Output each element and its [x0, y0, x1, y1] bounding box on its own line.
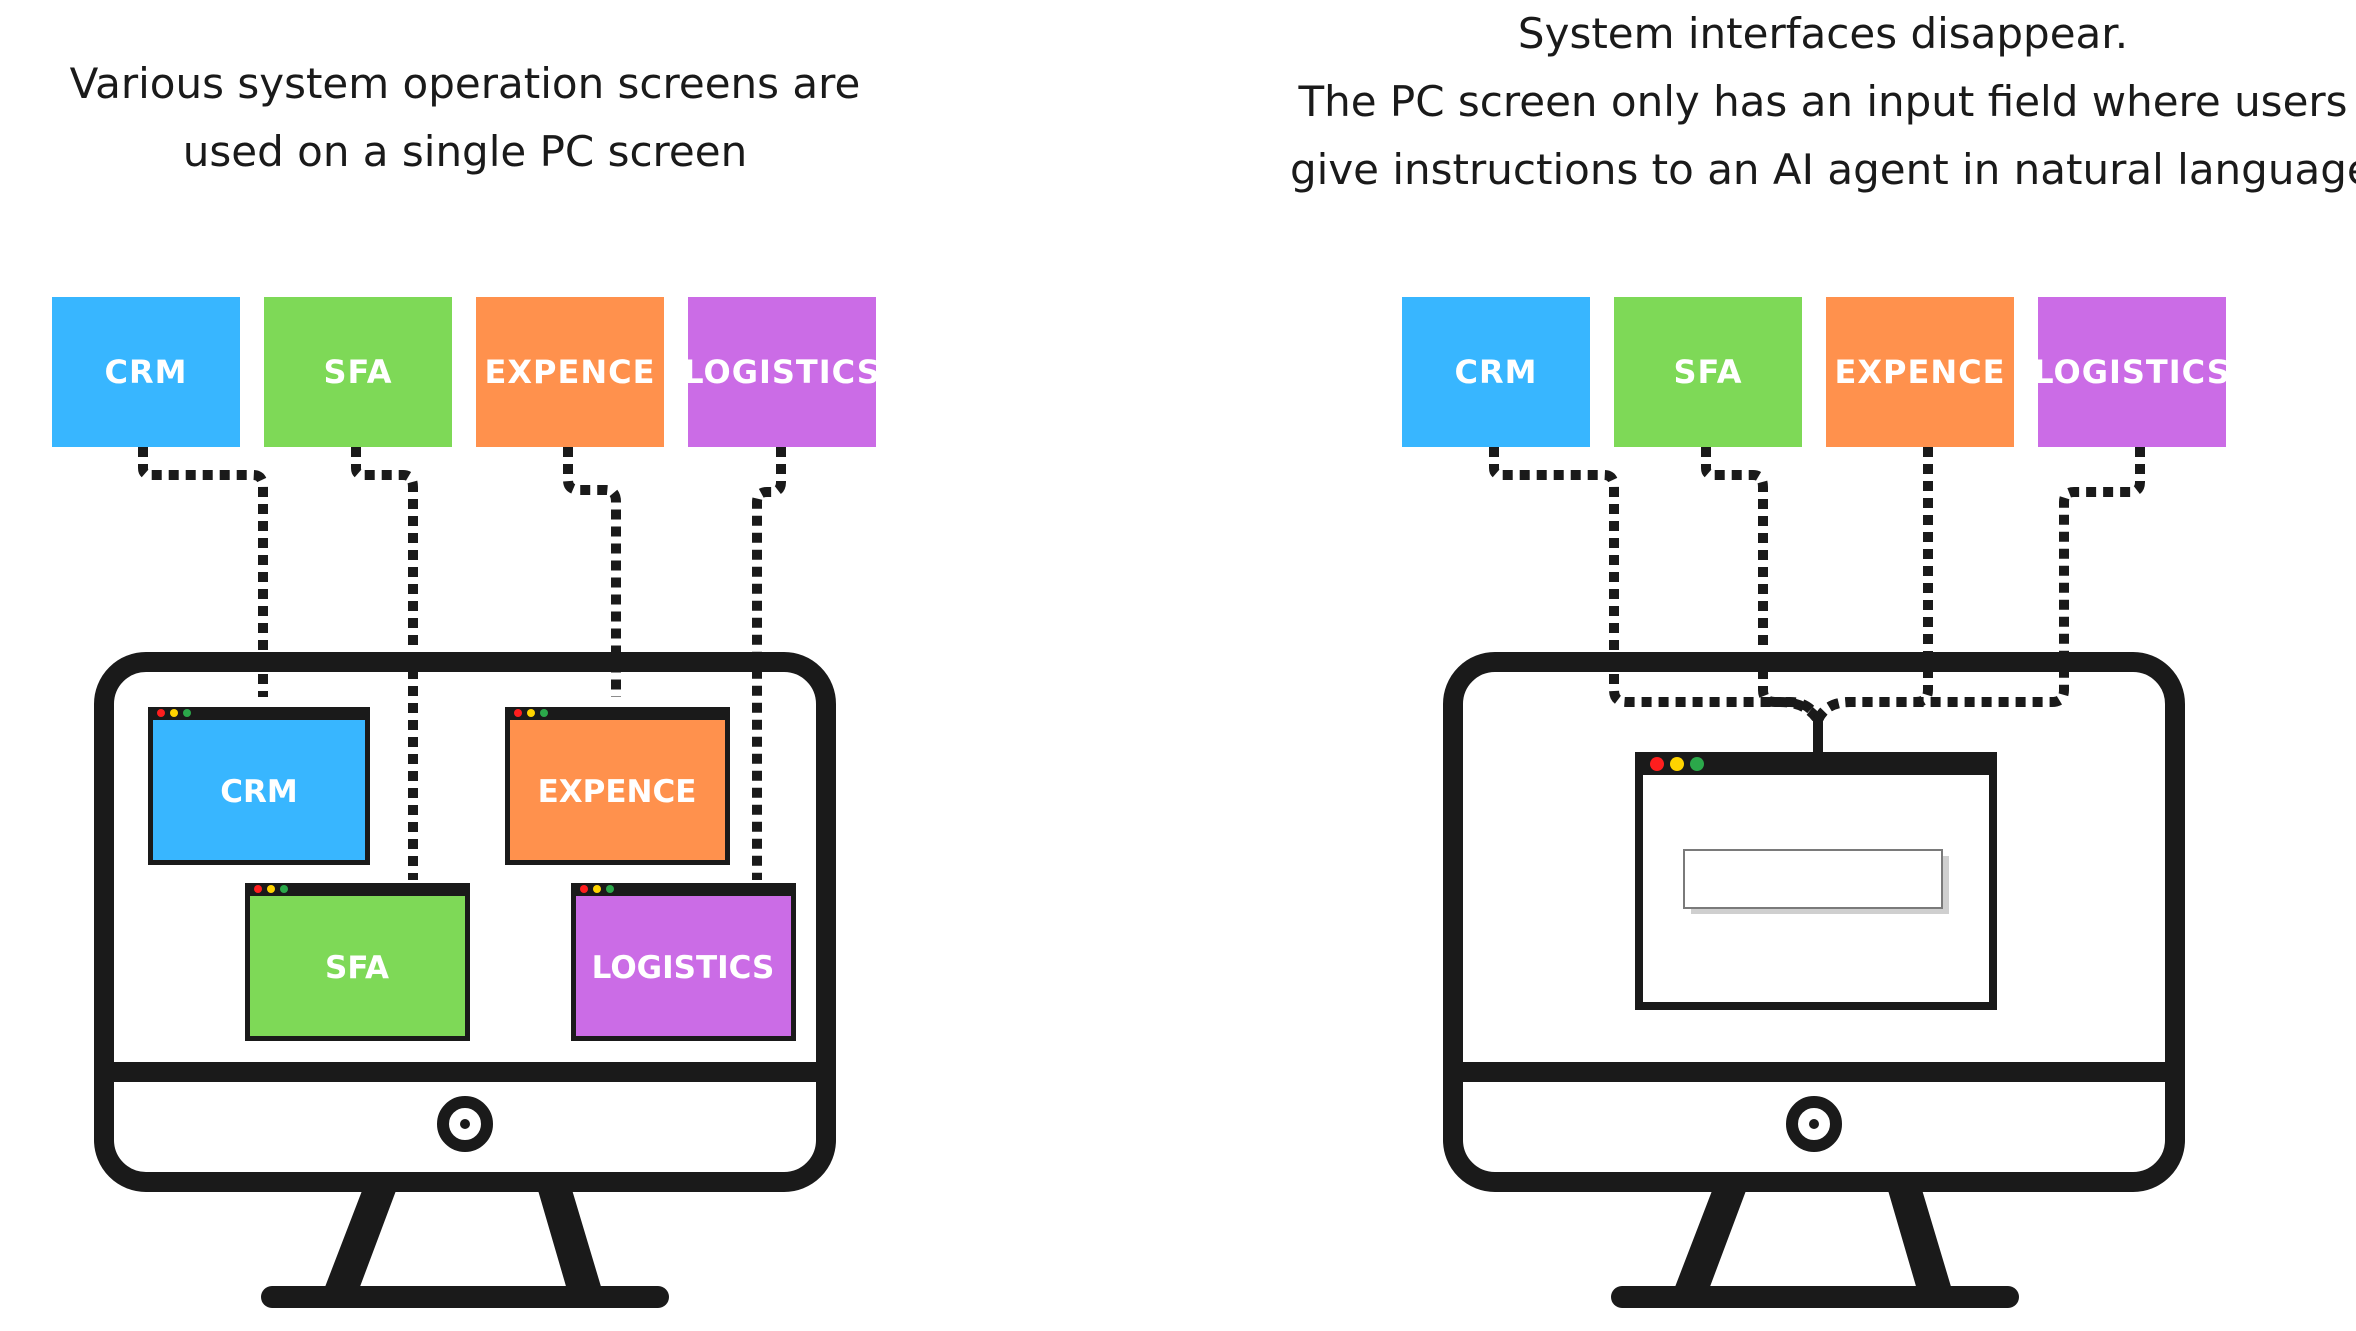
left-system-expence: EXPENCE — [476, 297, 664, 447]
left-system-crm: CRM — [52, 297, 240, 447]
left-caption: Various system operation screens are use… — [40, 50, 890, 186]
right-monitor-stand — [1670, 1180, 1955, 1300]
right-power-button-dot — [1809, 1119, 1819, 1129]
right-agent-window — [1635, 752, 1997, 1010]
right-system-sfa: SFA — [1614, 297, 1802, 447]
left-system-logistics: LOGISTICS — [683, 297, 880, 447]
left-window-sfa-label: SFA — [325, 950, 389, 986]
right-connector-sfa — [1701, 447, 1823, 723]
right-system-crm: CRM — [1402, 297, 1590, 447]
left-window-crm-label: CRM — [220, 774, 297, 810]
right-system-logistics-label: LOGISTICS — [2033, 353, 2231, 391]
left-power-button-dot — [460, 1119, 470, 1129]
right-caption: System interfaces disappear. The PC scre… — [1290, 0, 2356, 204]
left-monitor-stand — [320, 1180, 605, 1300]
left-system-expence-label: EXPENCE — [484, 353, 656, 391]
right-connectors — [1489, 447, 2145, 723]
left-window-logistics: LOGISTICS — [571, 883, 796, 1041]
right-system-logistics: LOGISTICS — [2033, 297, 2230, 447]
left-window-expence-body — [510, 720, 725, 860]
left-caption-line-2: used on a single PC screen — [182, 127, 748, 176]
right-system-expence-label: EXPENCE — [1834, 353, 2006, 391]
left-window-sfa: SFA — [245, 883, 470, 1041]
right-caption-line-3: give instructions to an AI agent in natu… — [1290, 145, 2356, 194]
left-connector-sfa — [351, 447, 418, 880]
left-window-logistics-body — [576, 896, 791, 1036]
left-system-crm-label: CRM — [104, 353, 188, 391]
left-connector-logistics — [752, 447, 786, 880]
right-system-crm-label: CRM — [1454, 353, 1538, 391]
left-window-logistics-label: LOGISTICS — [592, 950, 775, 986]
left-caption-line-1: Various system operation screens are — [69, 59, 861, 108]
right-connector-logistics — [1813, 447, 2145, 723]
agent-input-field[interactable] — [1683, 849, 1943, 909]
left-window-expence-label: EXPENCE — [538, 774, 697, 810]
left-system-logistics-label: LOGISTICS — [683, 353, 881, 391]
left-power-button — [437, 1096, 493, 1152]
left-window-expence: EXPENCE — [505, 707, 730, 865]
left-connectors — [138, 447, 786, 880]
left-window-sfa-body — [250, 896, 465, 1036]
right-caption-line-2: The PC screen only has an input field wh… — [1298, 77, 2348, 126]
right-power-button — [1786, 1096, 1842, 1152]
left-connector-crm — [138, 447, 268, 697]
right-caption-line-1: System interfaces disappear. — [1517, 9, 2129, 58]
right-system-expence: EXPENCE — [1826, 297, 2014, 447]
left-connector-expence — [563, 447, 621, 697]
left-system-sfa: SFA — [264, 297, 452, 447]
left-window-crm-body — [153, 720, 365, 860]
left-window-crm: CRM — [148, 707, 370, 865]
left-system-sfa-label: SFA — [323, 353, 393, 391]
right-system-sfa-label: SFA — [1673, 353, 1743, 391]
